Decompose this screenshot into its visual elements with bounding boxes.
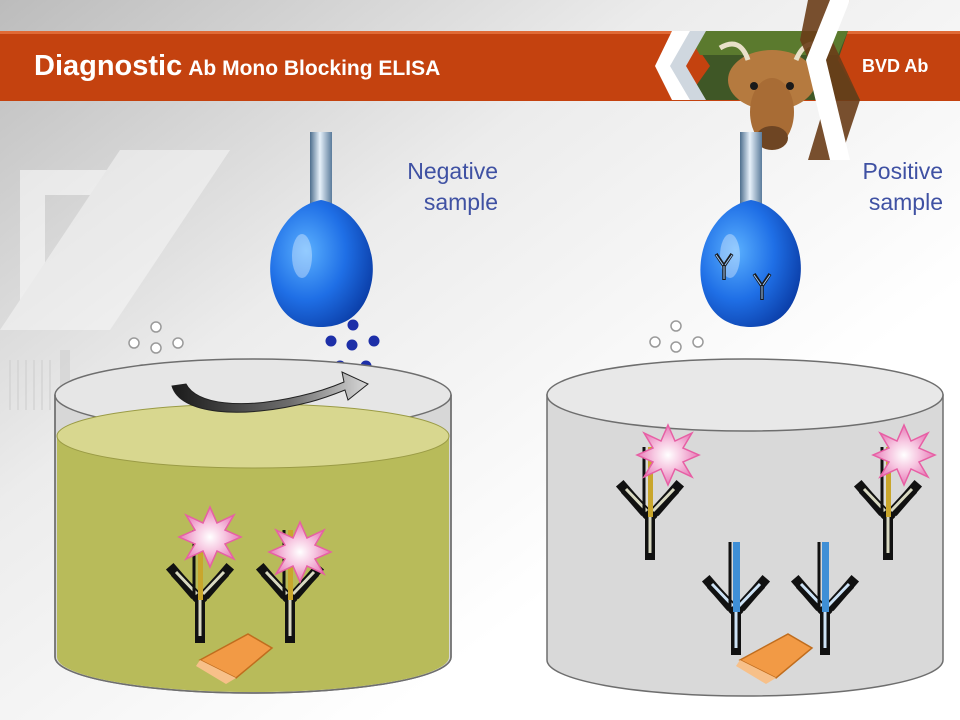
pos-enzyme-star-2 — [872, 424, 936, 486]
neg-enzyme-star-1 — [178, 506, 242, 568]
neg-enzyme-star-2 — [268, 521, 332, 583]
negative-well — [54, 358, 452, 694]
curved-arrow — [171, 371, 369, 413]
positive-label-line2: sample — [868, 189, 943, 215]
negative-pipette — [270, 132, 373, 327]
negative-label-line2: sample — [423, 189, 498, 215]
neg-antigen — [196, 633, 274, 684]
positive-label-line1: Positive — [862, 158, 943, 184]
pos-enzyme-star-1 — [636, 424, 700, 486]
negative-sample-label: Negative sample — [360, 156, 498, 218]
positive-sample-label: Positive sample — [800, 156, 943, 218]
positive-well — [546, 358, 944, 697]
cow-photo — [655, 0, 860, 160]
negative-label-line1: Negative — [407, 158, 498, 184]
pos-antigen — [736, 633, 814, 684]
title-sub: Ab Mono Blocking ELISA — [188, 57, 441, 80]
title-main: Diagnostic — [34, 50, 183, 82]
badge-label: BVD Ab — [862, 56, 929, 76]
